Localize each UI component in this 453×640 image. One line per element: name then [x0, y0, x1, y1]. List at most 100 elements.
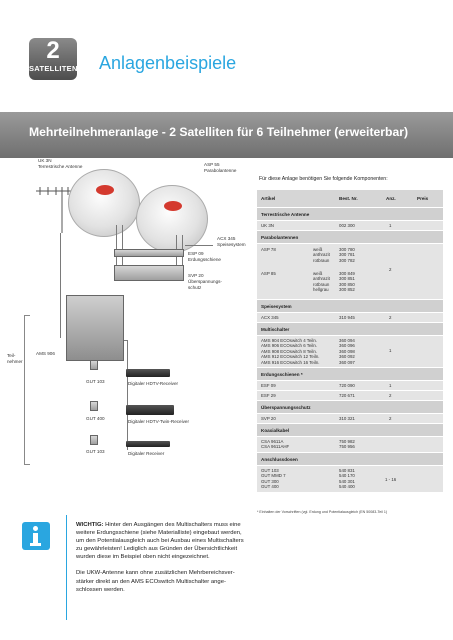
label-svp20: SVP 20: [188, 273, 204, 278]
section-row: Anschlussdosen: [257, 453, 443, 466]
section-label: Parabolantennen: [261, 235, 299, 240]
section-row: Erdungsschienen *: [257, 368, 443, 381]
badge-label: SATELLITEN: [29, 64, 78, 73]
section-row: Speisesystem: [257, 300, 443, 313]
cell-artikel: CSA 9611A CSA 9611AHF: [261, 439, 290, 450]
cable: [60, 233, 61, 338]
dish-logo: [163, 200, 182, 211]
cell-anz: 2: [389, 393, 392, 398]
cell-bestnr: 300 849 300 851 300 850 300 852: [339, 271, 355, 293]
section-row: Terrestrische Antenne: [257, 208, 443, 221]
wall-socket-2: [90, 401, 98, 411]
table-header: Artikel Best. Nr. Anz. Preis: [257, 190, 443, 208]
section-label: Multischalter: [261, 327, 290, 332]
cable: [176, 235, 177, 280]
cell-artikel: ESF 09: [261, 383, 276, 388]
col-bestnr: Best. Nr.: [339, 196, 358, 201]
ground-rail-top: [114, 249, 184, 257]
cable: [127, 340, 128, 450]
wall-socket-3: [90, 435, 98, 445]
table-intro: Für diese Anlage benötigen Sie folgende …: [259, 176, 388, 182]
cell-bestnr: 002 300: [339, 223, 355, 228]
label-receiver-2: Digitaler HDTV-Twin-Receiver: [128, 419, 190, 424]
info-divider: [66, 515, 67, 620]
cell-colors: weiß anthrazit rotbraun: [313, 247, 330, 263]
section-row: Parabolantennen: [257, 231, 443, 244]
label-asp55: ASP 55: [204, 162, 220, 167]
label-receiver-3: Digitaler Receiver: [128, 451, 165, 456]
info-icon: [22, 522, 50, 550]
info-text: WICHTIG: Hinter den Ausgängen des Multis…: [76, 521, 251, 602]
section-label: Anschlussdosen: [261, 457, 298, 462]
section-label: Überspannungsschutz: [261, 405, 311, 410]
cable: [124, 340, 128, 341]
label-acx345-sub: Speisesystem: [217, 242, 246, 247]
cell-bestnr: 750 982 750 956: [339, 439, 355, 450]
col-anz: Anz.: [386, 196, 396, 201]
cell-bestnr: 720 671: [339, 393, 355, 398]
warning-label: WICHTIG:: [76, 522, 104, 528]
label-asp55-sub: Parabolantenne: [204, 168, 237, 173]
cell-bestnr: 360 094 360 096 360 098 360 092 360 097: [339, 338, 355, 365]
receiver-3: [126, 441, 170, 447]
label-gut103b: GUT 103: [86, 449, 105, 454]
section-row: Multischalter: [257, 323, 443, 336]
cell-artikel: GUT 103 GUT MMD 7 GUT 300 GUT 400: [261, 468, 286, 490]
label-esp09: ESP 09: [188, 251, 204, 256]
section-label: Erdungsschienen *: [261, 372, 303, 377]
label-teilnehmer-1: Teil-: [7, 353, 16, 358]
cell-bestnr: 540 831 540 170 540 301 540 400: [339, 468, 355, 490]
badge-number: 2: [46, 37, 60, 64]
section-row: Überspannungsschutz: [257, 401, 443, 414]
surge-protectors: [114, 265, 184, 281]
cell-artikel: AMS 904 ECOswitch 4 Teiln. AMS 906 ECOsw…: [261, 338, 320, 365]
cell-anz: 1: [389, 383, 392, 388]
table-row: CSA 9611A CSA 9611AHF 750 982 750 956: [257, 437, 443, 453]
table-row: SVP 20 310 321 2: [257, 414, 443, 424]
cell-artikel: ESF 29: [261, 393, 276, 398]
satellite-dish-1: [68, 169, 140, 237]
label-esp09-sub: Erdungsschiene: [188, 257, 221, 262]
warning-text: Hinter den Ausgängen des Multischalters …: [76, 522, 244, 561]
components-table: Artikel Best. Nr. Anz. Preis Terrestrisc…: [257, 190, 443, 493]
cell-bestnr: 300 780 300 781 300 782: [339, 247, 355, 263]
table-row: AMS 904 ECOswitch 4 Teiln. AMS 906 ECOsw…: [257, 336, 443, 368]
multiswitch: [66, 295, 124, 361]
receiver-1: [126, 369, 170, 377]
cell-anz: 1: [389, 223, 392, 228]
receiver-2: [126, 405, 174, 415]
cable: [182, 235, 183, 280]
label-gut400: GUT 400: [86, 416, 105, 421]
warning-paragraph: WICHTIG: Hinter den Ausgängen des Multis…: [76, 521, 251, 561]
section-label: Koaxialkabel: [261, 428, 290, 433]
installation-diagram: UK 3N Terrestrische Antenne ASP 55 Parab…: [7, 158, 258, 475]
cell-artikel: SVP 20: [261, 416, 276, 421]
dish-logo: [95, 184, 114, 195]
label-receiver-1: Digitaler HDTV-Receiver: [128, 381, 179, 386]
cell-artikel: ACX 345: [261, 315, 279, 320]
label-svp20-sub2: schutz: [188, 285, 202, 290]
cell-colors: weiß anthrazit rotbraun hellgrau: [313, 271, 330, 293]
table-row: ESF 09 720 090 1: [257, 381, 443, 391]
table-row: ACX 345 310 945 2: [257, 313, 443, 323]
ukw-paragraph: Die UKW-Antenne kann ohne zusätzlichen M…: [76, 570, 235, 593]
section-title: Mehrteilnehmeranlage - 2 Satelliten für …: [29, 125, 409, 139]
section-row: Koaxialkabel: [257, 424, 443, 437]
label-ams: AMS 906: [36, 351, 55, 356]
table-row: ESF 29 720 671 2: [257, 391, 443, 401]
cell-artikel: ASP 78: [261, 247, 276, 252]
cell-anz: 2: [389, 315, 392, 320]
cell-anz: 1: [389, 348, 392, 353]
label-uk3n-sub: Terrestrische Antenne: [38, 164, 83, 169]
cell-bestnr: 310 321: [339, 416, 355, 421]
info-icon-base: [30, 543, 41, 546]
info-icon-dot: [33, 526, 38, 531]
wall-socket-1: [90, 360, 98, 370]
table-row: ASP 78 weiß anthrazit rotbraun 300 780 3…: [257, 244, 443, 300]
leader-line: [185, 245, 213, 246]
label-svp20-sub1: Überspannungs-: [188, 279, 222, 284]
cell-artikel: UK 3N: [261, 223, 274, 228]
participant-bracket: [24, 315, 30, 465]
table-row: UK 3N 002 300 1: [257, 221, 443, 231]
